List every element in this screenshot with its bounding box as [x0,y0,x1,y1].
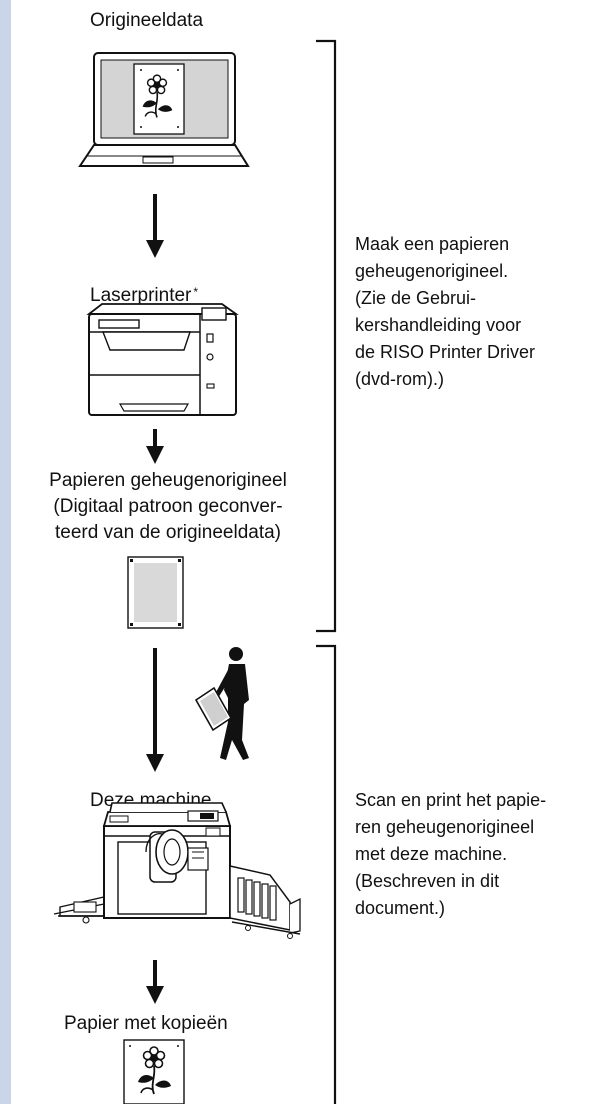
output-copy-icon [123,1039,185,1104]
note-line: ren geheugenorigineel [355,817,535,837]
sidebar-strip [0,0,11,1104]
note-line: geheugenorigineel. [355,261,509,281]
laser-printer-icon [86,303,239,416]
paper-master-line: teerd van de origineeldata) [54,522,282,543]
note-line: document.) [355,898,446,918]
paper-master-line: (Digitaal patroon geconver- [53,496,283,517]
laserprinter-label: Laserprinter* [90,283,198,309]
note-line: Maak een papieren [355,234,510,254]
arrow-down-icon [146,960,164,1004]
arrow-down-icon [146,429,164,464]
walking-person-icon [194,647,249,760]
note-top: Maak een papieren geheugenorigineel. (Zi… [355,231,535,393]
riso-machine-icon [53,802,301,939]
footnote-mark: * [193,285,199,299]
note-line: (Beschreven in dit [355,871,500,891]
note-line: (Zie de Gebrui- [355,288,477,308]
paper-master-line: Papieren geheugenorigineel [49,470,287,491]
note-bottom: Scan en print het papie- ren geheugenori… [355,787,546,922]
note-line: Scan en print het papie- [355,790,547,810]
origin-label: Origineeldata [90,10,204,31]
bracket-icon [316,39,337,633]
arrow-down-icon [146,194,164,258]
output-label: Papier met kopieën [64,1013,228,1034]
note-line: de RISO Printer Driver [355,342,536,362]
note-line: (dvd-rom).) [355,369,444,389]
laserprinter-text: Laserprinter [90,285,192,306]
note-line: kershandleiding voor [355,315,522,335]
paper-sheet-icon [127,556,184,629]
laptop-icon [78,52,250,167]
bracket-icon [316,644,337,1104]
paper-master-label: Papieren geheugenorigineel (Digitaal pat… [18,468,318,546]
arrow-down-icon [146,648,164,772]
note-line: met deze machine. [355,844,508,864]
